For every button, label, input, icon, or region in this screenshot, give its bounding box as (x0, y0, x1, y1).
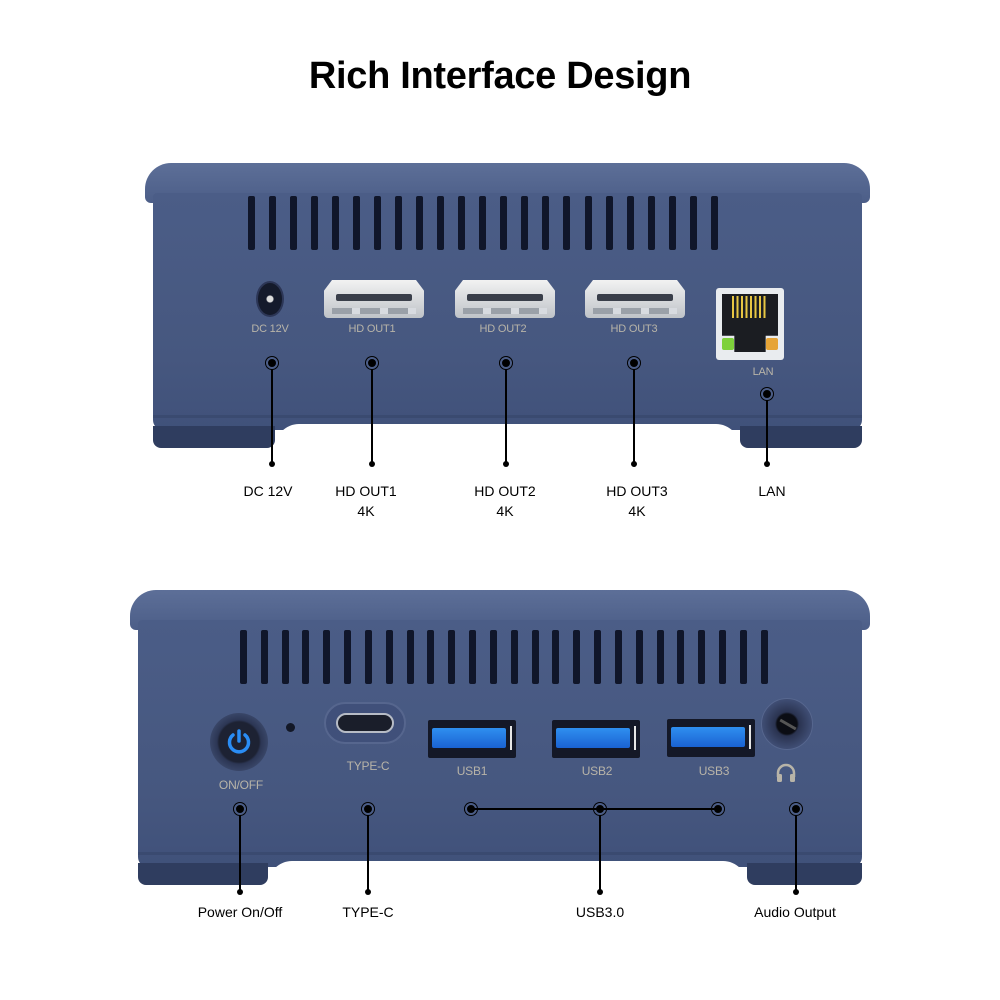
hdmi-port-icon (324, 280, 424, 318)
power-icon (227, 729, 251, 754)
callout-usb3: USB3.0 (575, 904, 625, 920)
usb-a-port-icon (552, 720, 640, 758)
callout-lan: LAN (758, 483, 786, 499)
usb-c-port-icon (324, 702, 406, 744)
power-button (210, 713, 268, 771)
callout-anchor (500, 357, 512, 369)
callout-type-c: TYPE-C (342, 904, 394, 920)
page-title: Rich Interface Design (308, 55, 692, 97)
port-label-usb2: USB2 (581, 764, 613, 778)
port-label-on-off: ON/OFF (218, 778, 264, 792)
device-ledge (153, 415, 862, 418)
callout-anchor (366, 357, 378, 369)
port-label-hd1: HD OUT1 (348, 323, 396, 335)
vent-grille (248, 196, 718, 250)
headphone-icon (776, 763, 796, 782)
rear-device: DC 12V HD OUT1 HD OUT2 HD OUT3 LAN (145, 163, 870, 448)
port-label-type-c: TYPE-C (346, 759, 390, 773)
port-label-dc: DC 12V (251, 323, 289, 335)
usb-a-port-icon (667, 719, 755, 757)
device-foot-right (740, 426, 862, 448)
port-label-lan: LAN (752, 366, 774, 378)
leader-line (239, 815, 241, 892)
device-base-cutout (275, 424, 740, 448)
link-led-green (722, 338, 734, 350)
callout-anchor (234, 803, 246, 815)
usb-bracket-line (471, 808, 718, 810)
audio-jack (761, 698, 813, 750)
leader-line (271, 369, 273, 464)
leader-line (766, 400, 768, 464)
dc-jack-icon (256, 281, 284, 317)
hdmi-port-icon (455, 280, 555, 318)
callout-anchor (761, 388, 773, 400)
activity-led-orange (766, 338, 778, 350)
device-foot-right (747, 863, 862, 885)
leader-line (371, 369, 373, 464)
port-label-usb3: USB3 (698, 764, 730, 778)
leader-line (367, 815, 369, 892)
callout-anchor (628, 357, 640, 369)
callout-anchor (362, 803, 374, 815)
port-label-hd2: HD OUT2 (479, 323, 527, 335)
leader-line (505, 369, 507, 464)
reset-pinhole (286, 723, 295, 732)
callout-dc-12v: DC 12V (243, 483, 293, 499)
port-label-hd3: HD OUT3 (610, 323, 658, 335)
leader-line (633, 369, 635, 464)
ethernet-port-icon (716, 288, 784, 360)
hdmi-port-icon (585, 280, 685, 318)
usb-a-port-icon (428, 720, 516, 758)
port-label-usb1: USB1 (456, 764, 488, 778)
leader-line (599, 815, 601, 892)
callout-anchor (790, 803, 802, 815)
device-foot-left (138, 863, 268, 885)
leader-line (795, 815, 797, 892)
device-base-cutout (268, 861, 747, 885)
callout-anchor (266, 357, 278, 369)
front-device: ON/OFF TYPE-C USB1 USB2 USB3 (130, 590, 870, 885)
vent-grille (240, 630, 768, 684)
callout-power-on-off: Power On/Off (197, 904, 283, 920)
device-foot-left (153, 426, 275, 448)
callout-audio-output: Audio Output (754, 904, 836, 920)
device-ledge (138, 852, 862, 855)
